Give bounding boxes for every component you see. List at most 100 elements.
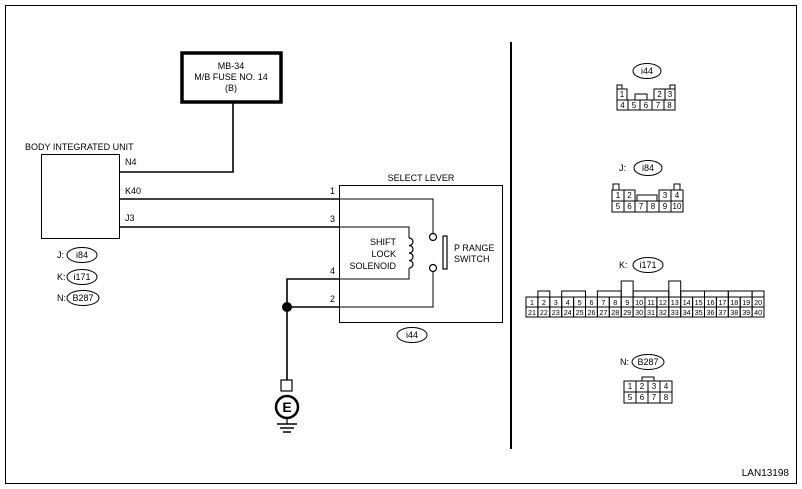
i171-pin: 21 — [528, 308, 536, 317]
i171-pin: 30 — [635, 308, 643, 317]
wire-pin4 — [286, 278, 339, 307]
i171-pin: 14 — [683, 298, 691, 307]
connector-i171-tab — [620, 280, 634, 298]
i171-pin: 8 — [613, 298, 617, 307]
connector-i84-oval — [633, 160, 663, 176]
b287-pin: 3 — [652, 382, 657, 391]
terminal-n4: N4 — [125, 157, 137, 167]
i171-pin: 5 — [578, 298, 582, 307]
connector-i84: J: i84 1 2 3 4 5 6 7 8 9 10 — [611, 160, 684, 213]
i44-pin: 8 — [667, 101, 672, 110]
i84-pin: 2 — [627, 191, 632, 200]
pin-1: 1 — [330, 186, 335, 196]
i171-pin: 22 — [540, 308, 548, 317]
select-lever-title: SELECT LEVER — [388, 173, 455, 183]
switch-bar-icon — [442, 235, 448, 270]
connector-i84-prefix: J: — [619, 163, 626, 173]
body-unit-box — [41, 154, 120, 239]
i171-pin: 32 — [659, 308, 667, 317]
fuse-label-3: (B) — [225, 83, 237, 93]
solenoid-label-3: SOLENOID — [349, 261, 396, 271]
i44-pin: 6 — [644, 101, 649, 110]
pin-2: 2 — [330, 294, 335, 304]
connector-i44-oval — [632, 63, 662, 79]
fuse-box — [180, 51, 283, 104]
connector-b287-prefix: N: — [620, 357, 629, 367]
i84-pin: 7 — [639, 202, 644, 211]
connector-i171-tab — [668, 280, 682, 298]
i171-pin: 11 — [647, 298, 654, 307]
solenoid-coil-icon — [408, 237, 414, 269]
i171-pin: 10 — [635, 298, 643, 307]
connector-i171-tab — [632, 290, 670, 298]
select-lever-box — [339, 185, 503, 323]
terminal-k40: K40 — [125, 186, 141, 196]
i84-pin: 9 — [663, 202, 668, 211]
connector-i171-tab — [680, 290, 706, 298]
connector-b287: N: B287 1 2 3 4 5 6 7 8 — [620, 354, 673, 404]
i84-pin: 10 — [673, 202, 682, 211]
ground-label: E — [282, 399, 291, 415]
switch-contact-bottom-icon — [428, 263, 438, 273]
i44-pin: 7 — [656, 101, 661, 110]
ref-prefix-k: K: — [57, 272, 66, 282]
ref-oval-n — [66, 290, 100, 306]
ground-terminal-icon — [280, 379, 293, 392]
i171-pin: 17 — [718, 298, 726, 307]
i171-pin: 3 — [554, 298, 558, 307]
i44-pin: 1 — [620, 90, 625, 99]
ref-oval-k — [66, 269, 98, 285]
i171-pin: 23 — [552, 308, 560, 317]
b287-pin: 8 — [664, 393, 669, 402]
switch-label-2: SWITCH — [454, 254, 490, 264]
pin-4: 4 — [330, 266, 335, 276]
internal-wire-1 — [339, 198, 434, 233]
b287-pin: 5 — [628, 393, 633, 402]
i84-pin: 1 — [616, 191, 621, 200]
solenoid-label-1: SHIFT — [370, 237, 397, 247]
switch-label-1: P RANGE — [454, 243, 494, 253]
connector-i171-label: i171 — [639, 260, 656, 270]
ref-oval-j — [66, 247, 98, 263]
connector-i44-latch-right — [669, 84, 676, 90]
pin-3: 3 — [330, 214, 335, 224]
i84-pin: 5 — [616, 202, 621, 211]
wire-fuse-n4 — [120, 102, 234, 173]
i171-pin: 18 — [730, 298, 738, 307]
i44-pin: 4 — [620, 101, 625, 110]
terminal-j3: J3 — [125, 213, 135, 223]
i171-pin: 7 — [601, 298, 605, 307]
connector-i84-latch-right — [673, 183, 681, 191]
ref-prefix-j: J: — [57, 250, 64, 260]
connector-b287-key — [641, 376, 655, 382]
b287-pin: 4 — [664, 382, 669, 391]
i171-pin: 1 — [530, 298, 534, 307]
internal-wire-2 — [339, 272, 434, 308]
switch-contact-top-icon — [428, 232, 438, 242]
connector-b287-oval — [631, 354, 665, 370]
connector-i84-latch-left — [612, 183, 620, 191]
connector-i171-tab — [596, 290, 622, 298]
connector-i171-tab — [561, 290, 587, 298]
splice-node — [282, 302, 292, 312]
i44-pin: 3 — [668, 90, 673, 99]
i171-pin: 37 — [718, 308, 726, 317]
b287-pin: 2 — [640, 382, 645, 391]
i84-pin: 4 — [675, 191, 680, 200]
connector-i171-tab — [727, 290, 753, 298]
i171-pin: 26 — [588, 308, 596, 317]
connector-i44: i44 1 2 3 4 5 6 7 8 — [616, 63, 676, 111]
ref-id-j: i84 — [76, 250, 88, 260]
ref-id-n: B287 — [72, 293, 93, 303]
select-lever-connector-oval — [396, 327, 428, 343]
ref-prefix-n: N: — [57, 293, 66, 303]
i84-pin: 3 — [663, 191, 668, 200]
i171-pin: 25 — [576, 308, 584, 317]
internal-wire-4 — [339, 268, 410, 280]
connector-i84-label: i84 — [642, 163, 654, 173]
b287-pin: 1 — [628, 382, 633, 391]
i171-pin-cell — [751, 306, 765, 318]
connector-i171-tab — [751, 290, 765, 298]
